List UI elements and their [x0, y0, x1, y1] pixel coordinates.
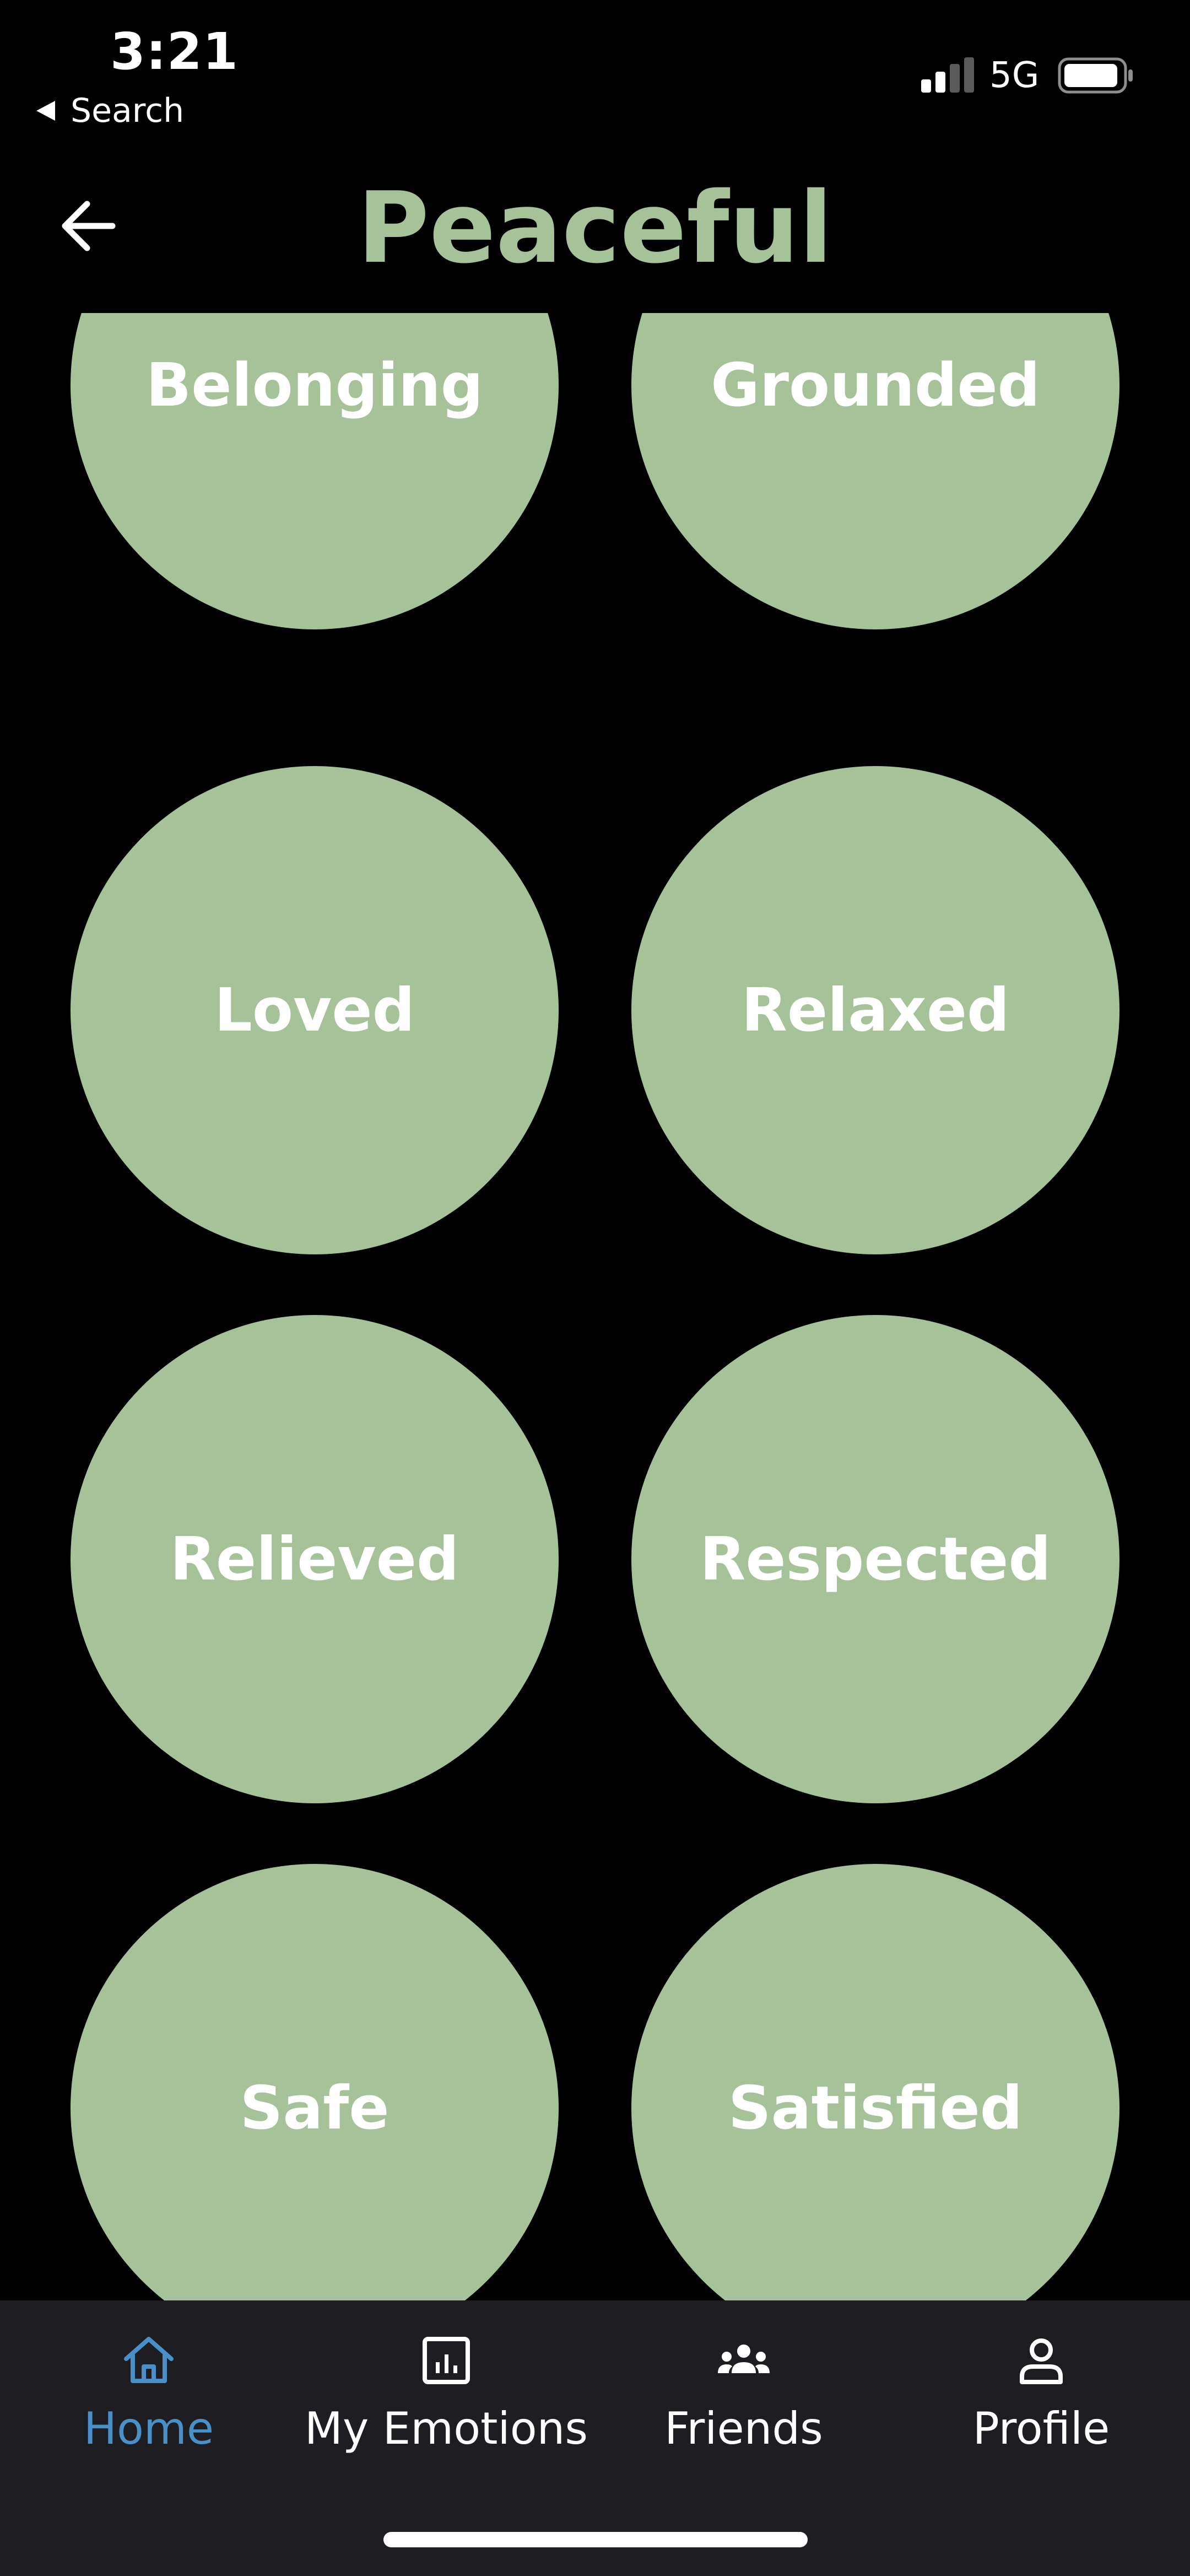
back-triangle-icon: [36, 101, 55, 121]
back-to-search-label: Search: [71, 91, 185, 130]
home-icon: [124, 2337, 174, 2383]
page-title: Peaceful: [357, 171, 833, 285]
bottom-tab-bar: Home My Emotions Friends Profile: [0, 2300, 1190, 2576]
tab-home-label: Home: [83, 2403, 214, 2454]
signal-icon: [921, 57, 974, 93]
tab-profile-label: Profile: [972, 2403, 1110, 2454]
status-time: 3:21: [110, 22, 239, 81]
emotion-bubble-grounded[interactable]: Grounded: [631, 313, 1119, 629]
status-bar: 3:21 Search 5G: [0, 0, 1190, 143]
back-arrow-icon[interactable]: [55, 193, 121, 259]
network-label: 5G: [989, 55, 1040, 96]
battery-icon: [1058, 57, 1133, 94]
friends-icon: [718, 2345, 770, 2373]
tab-home[interactable]: Home: [0, 2330, 298, 2496]
emotion-grid[interactable]: Belonging Grounded Loved Relaxed Relieve…: [0, 313, 1190, 2300]
emotion-bubble-belonging[interactable]: Belonging: [71, 313, 559, 629]
emotion-bubble-relieved[interactable]: Relieved: [71, 1315, 559, 1803]
tab-my-emotions[interactable]: My Emotions: [298, 2330, 595, 2496]
tab-my-emotions-label: My Emotions: [304, 2403, 588, 2454]
tab-profile[interactable]: Profile: [892, 2330, 1190, 2496]
emotion-bubble-respected[interactable]: Respected: [631, 1315, 1119, 1803]
emotion-bubble-satisfied[interactable]: Satisfied: [631, 1864, 1119, 2300]
emotion-bubble-safe[interactable]: Safe: [71, 1864, 559, 2300]
profile-icon: [1020, 2338, 1063, 2384]
emotion-bubble-relaxed[interactable]: Relaxed: [631, 766, 1119, 1254]
home-indicator[interactable]: [383, 2532, 808, 2547]
chart-icon: [423, 2337, 470, 2384]
tab-friends-label: Friends: [664, 2403, 823, 2454]
tab-friends[interactable]: Friends: [595, 2330, 892, 2496]
back-to-search[interactable]: Search: [36, 91, 184, 130]
emotion-bubble-loved[interactable]: Loved: [71, 766, 559, 1254]
